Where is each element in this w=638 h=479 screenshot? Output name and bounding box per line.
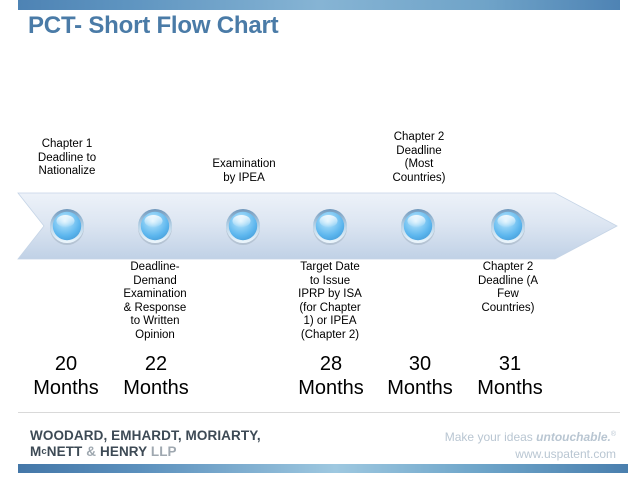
tagline-emphasis: untouchable. [536,430,611,444]
tagline-prefix: Make your ideas [444,430,533,444]
month-number: 28 [319,353,343,375]
month-label-31: 31 Months [462,352,558,400]
month-unit: Months [123,377,189,399]
month-number: 22 [144,353,168,375]
timeline-arrow [17,192,618,260]
page-title: PCT- Short Flow Chart [28,12,279,39]
firm-line-1: WOODARD, EMHARDT, MORIARTY, [30,428,261,443]
month-unit: Months [33,377,99,399]
month-number: 31 [498,353,522,375]
bottom-accent-bar [18,464,628,473]
month-unit: Months [477,377,543,399]
website-url: www.uspatent.com [515,447,616,461]
firm-line-2-mcnett: McNETT [30,444,83,459]
firm-henry: HENRY [99,444,147,459]
month-label-22: 22 Months [108,352,204,400]
month-label-20: 20 Months [18,352,114,400]
registered-mark-icon: ® [610,431,616,438]
month-unit: Months [298,377,364,399]
timeline-node-group [50,209,525,245]
month-number: 30 [408,353,432,375]
footer-divider [18,412,620,413]
month-unit: Months [387,377,453,399]
footer: WOODARD, EMHARDT, MORIARTY, McNETT & HEN… [0,410,638,479]
firm-ampersand: & [86,444,97,459]
month-number: 20 [54,353,78,375]
tagline: Make your ideas untouchable.® [445,430,616,444]
firm-llp: LLP [150,444,177,459]
firm-logo-text: WOODARD, EMHARDT, MORIARTY, McNETT & HEN… [30,428,261,462]
top-accent-bar [18,0,620,10]
firm-nett: NETT [46,444,83,459]
superscript-c: c [41,446,47,457]
month-label-28: 28 Months [283,352,379,400]
month-label-30: 30 Months [372,352,468,400]
